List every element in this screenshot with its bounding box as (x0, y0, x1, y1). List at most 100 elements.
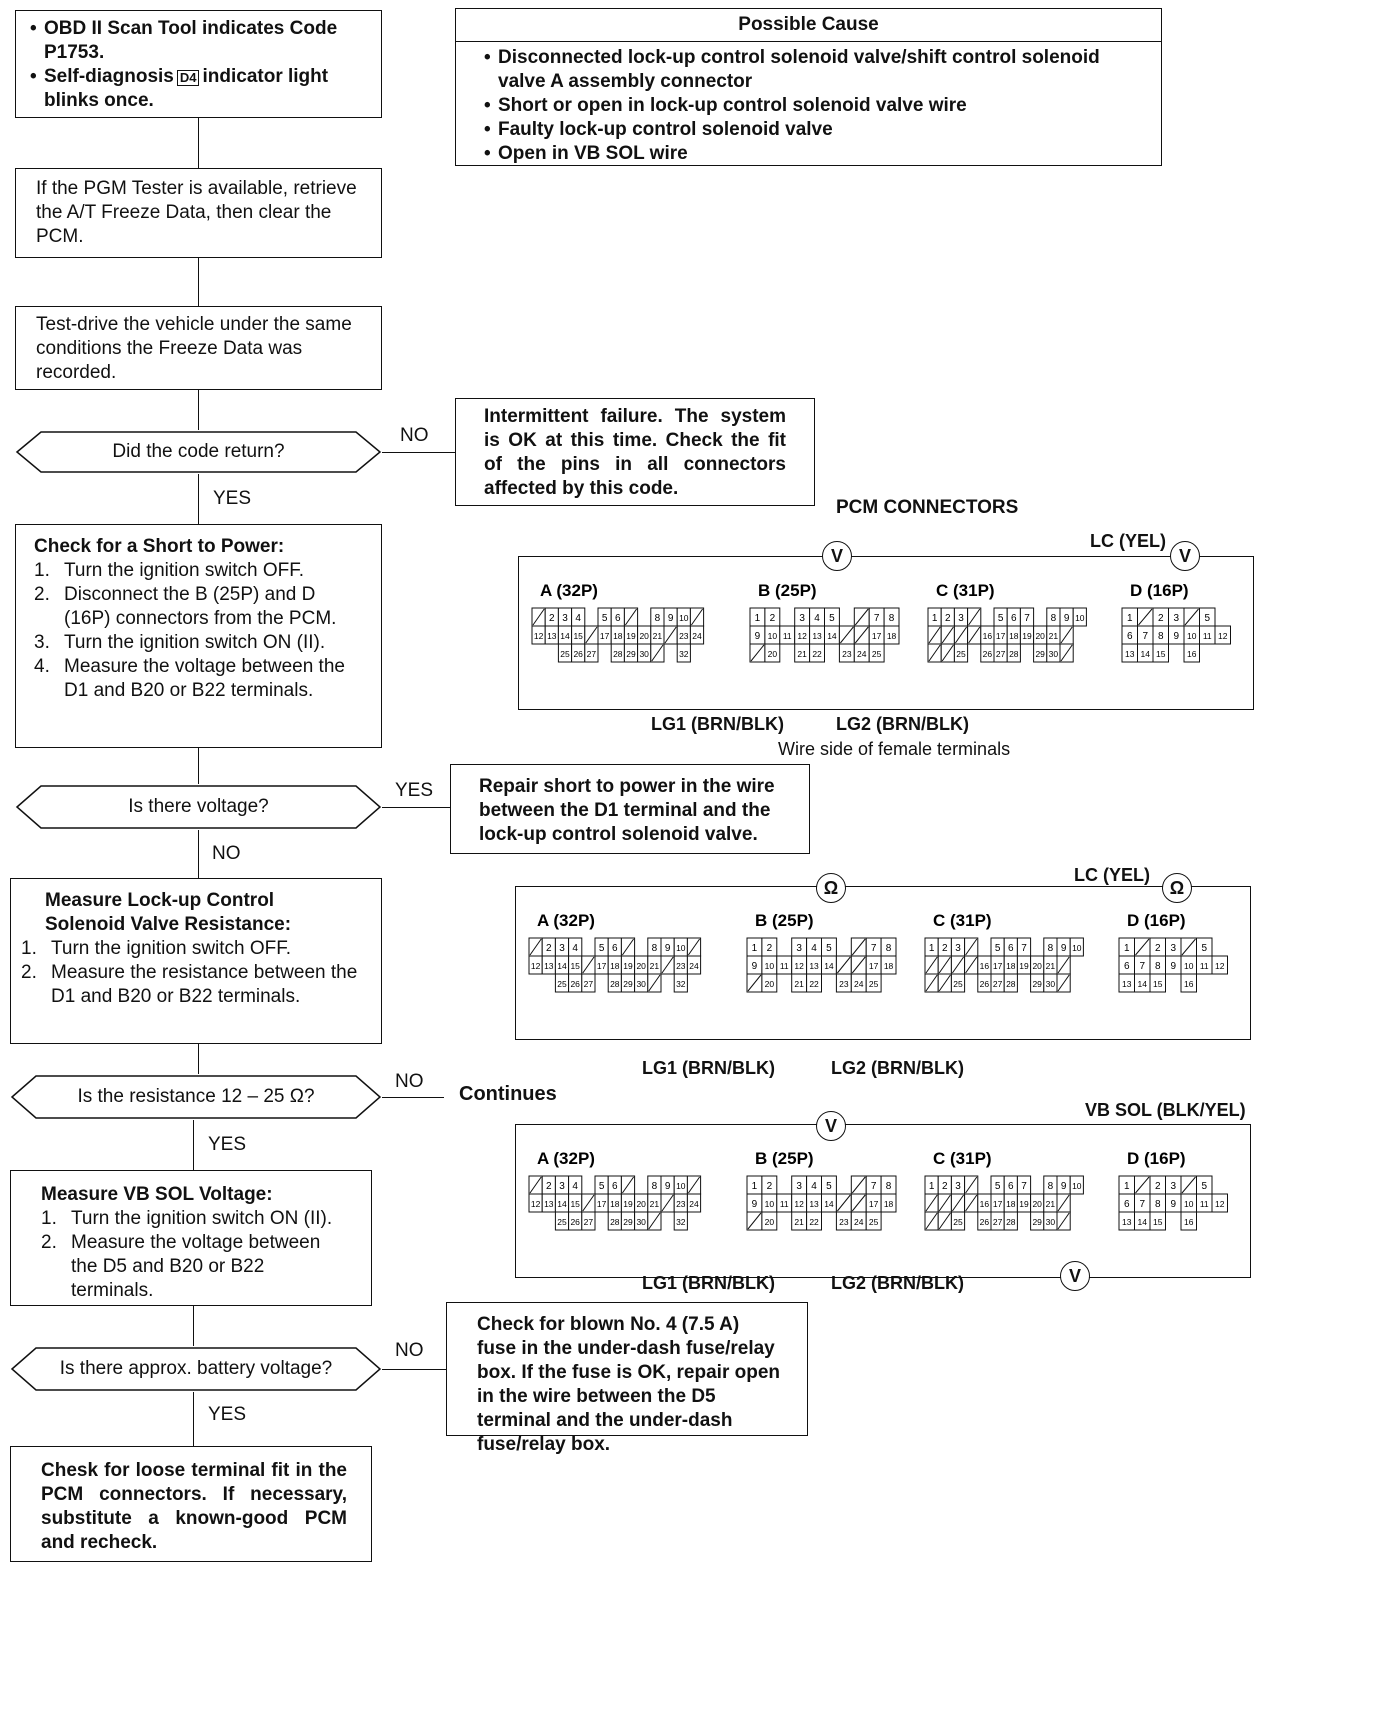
connector-label: D (16P) (1130, 581, 1189, 600)
terminal-number: 9 (667, 613, 673, 624)
terminal-number: 6 (1123, 1199, 1129, 1210)
terminal-number: 5 (1201, 943, 1207, 954)
test-drive-text: Test-drive the vehicle under the same co… (36, 314, 352, 383)
empty-terminal-mark (964, 1194, 977, 1211)
terminal-number: 26 (979, 979, 989, 989)
terminal-number: 7 (1021, 1181, 1027, 1192)
terminal-number: 32 (676, 979, 686, 989)
terminal-number: 13 (544, 961, 554, 971)
terminal-cell (686, 1193, 701, 1212)
cause-item: Faulty lock-up control solenoid valve (484, 118, 1133, 142)
resistance-title: Measure Lock-up Control Solenoid Valve R… (45, 890, 292, 935)
empty-terminal-mark (687, 938, 700, 955)
empty-terminal-mark (1181, 1176, 1196, 1193)
terminal-number: 5 (994, 1181, 1000, 1192)
terminal-number: 8 (1157, 631, 1163, 642)
terminal-number: 2 (766, 1181, 772, 1192)
terminal-number: 3 (562, 613, 568, 624)
terminal-number: 15 (1153, 979, 1163, 989)
terminal-number: 7 (1024, 613, 1030, 624)
terminal-number: 25 (868, 979, 878, 989)
terminal-number: 2 (549, 613, 555, 624)
terminal-number: 20 (1032, 1199, 1042, 1209)
empty-terminal-mark (954, 626, 967, 643)
terminal-number: 21 (1048, 631, 1058, 641)
terminal-number: 25 (557, 979, 567, 989)
terminal-number: 5 (994, 943, 1000, 954)
terminal-number: 9 (1063, 613, 1069, 624)
empty-terminal-mark (1134, 938, 1149, 955)
terminal-number: 21 (797, 649, 807, 659)
terminal-number: 11 (779, 961, 788, 971)
terminal-number: 25 (560, 649, 570, 659)
terminal-number: 19 (623, 1199, 633, 1209)
empty-terminal-mark (1181, 938, 1196, 955)
terminal-number: 26 (979, 1217, 989, 1227)
terminal-number: 24 (692, 631, 702, 641)
terminal-number: 27 (583, 979, 593, 989)
pgm-tester-box: If the PGM Tester is available, retrieve… (15, 168, 382, 258)
test-drive-box: Test-drive the vehicle under the same co… (15, 306, 382, 390)
terminal-number: 10 (1075, 613, 1085, 623)
terminal-number: 15 (570, 961, 580, 971)
terminal-number: 2 (1154, 1181, 1160, 1192)
terminal-number: 1 (751, 943, 757, 954)
terminal-number: 6 (1011, 613, 1017, 624)
terminal-number: 19 (623, 961, 633, 971)
terminal-number: 25 (953, 979, 963, 989)
terminal-number: 12 (794, 961, 804, 971)
terminal-number: 3 (559, 1181, 565, 1192)
empty-terminal-mark (1184, 608, 1199, 625)
empty-terminal-mark (851, 1194, 866, 1211)
terminal-number: 1 (931, 613, 937, 624)
terminal-number: 13 (1122, 1217, 1132, 1227)
fuse-text: Check for blown No. 4 (7.5 A) fuse in th… (477, 1314, 780, 1455)
terminal-cell (1149, 1211, 1166, 1230)
terminal-number: 3 (1170, 943, 1176, 954)
empty-terminal-mark (581, 1194, 594, 1211)
terminal-number: 1 (1123, 1181, 1129, 1192)
terminal-number: 12 (797, 631, 807, 641)
terminal-number: 15 (570, 1199, 580, 1209)
terminal-number: 27 (583, 1217, 593, 1227)
terminal-number: 2 (942, 943, 948, 954)
empty-terminal-mark (851, 1176, 866, 1193)
terminal-number: 14 (827, 631, 837, 641)
terminal-number: 25 (868, 1217, 878, 1227)
terminal-number: 32 (676, 1217, 686, 1227)
terminal-number: 19 (626, 631, 636, 641)
terminal-number: 14 (1137, 1217, 1147, 1227)
cause-item: Disconnected lock-up control solenoid va… (484, 46, 1133, 94)
terminal-number: 26 (570, 979, 580, 989)
terminal-number: 27 (992, 1217, 1002, 1227)
terminal-number: 5 (601, 613, 607, 624)
pcm-connectors-heading: PCM CONNECTORS (836, 497, 1019, 518)
terminal-number: 11 (1199, 961, 1208, 971)
terminal-number: 1 (751, 1181, 757, 1192)
empty-terminal-mark (647, 1212, 660, 1229)
terminal-number: 17 (992, 1199, 1002, 1209)
terminal-number: 21 (649, 961, 659, 971)
terminal-number: 30 (1045, 1217, 1055, 1227)
terminal-number: 14 (557, 961, 567, 971)
terminal-number: 1 (1126, 613, 1132, 624)
terminal-number: 10 (1187, 631, 1197, 641)
terminal-number: 4 (811, 1181, 817, 1192)
terminal-cell (1003, 973, 1018, 992)
step: 1.Turn the ignition switch OFF. (34, 560, 305, 581)
q2-text: Is there voltage? (128, 796, 269, 817)
terminal-cell (865, 973, 882, 992)
terminal-number: 26 (570, 1217, 580, 1227)
step: 2.Measure the resistance between the D1 … (21, 962, 358, 1007)
connector-label: A (32P) (537, 1149, 595, 1168)
terminal-number: 7 (1021, 943, 1027, 954)
empty-terminal-mark (967, 626, 980, 643)
terminal-number: 10 (764, 1199, 774, 1209)
terminal-number: 5 (997, 613, 1003, 624)
terminal-number: 20 (1032, 961, 1042, 971)
empty-terminal-mark (839, 626, 854, 643)
terminal-number: 10 (679, 613, 689, 623)
